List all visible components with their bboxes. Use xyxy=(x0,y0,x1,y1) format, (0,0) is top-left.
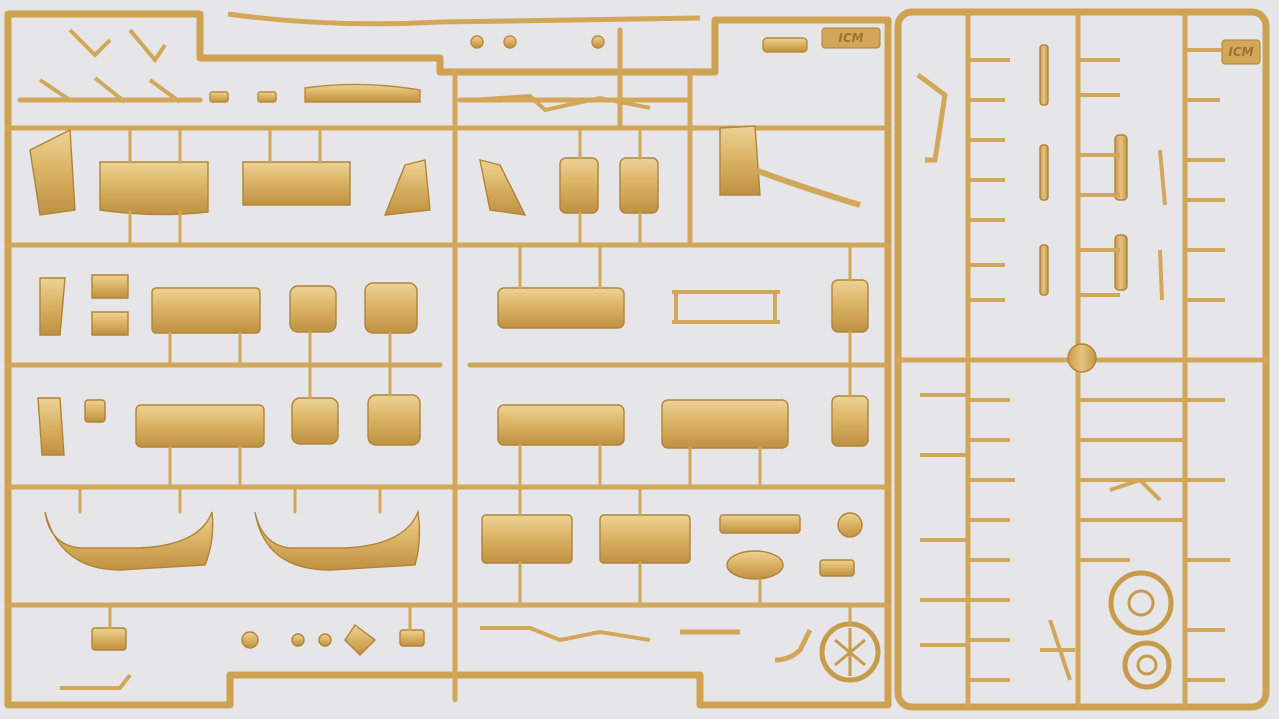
top-row-parts xyxy=(38,11,808,113)
right-sprue-parts xyxy=(916,44,1230,690)
bottom-row-parts xyxy=(60,621,881,690)
right-sprue-tag: ICM xyxy=(1221,39,1261,65)
fenders-and-engine-row xyxy=(44,509,863,580)
svg-text:ICM: ICM xyxy=(1228,45,1253,59)
seat-cushions-row2 xyxy=(39,274,869,336)
seat-cushions-row3 xyxy=(37,394,869,456)
left-sprue-tag: ICM xyxy=(821,27,881,49)
left-sprue-frame xyxy=(4,10,892,709)
left-gates xyxy=(78,126,852,632)
seat-cushions-row1 xyxy=(29,125,861,216)
svg-text:ICM: ICM xyxy=(838,31,863,45)
